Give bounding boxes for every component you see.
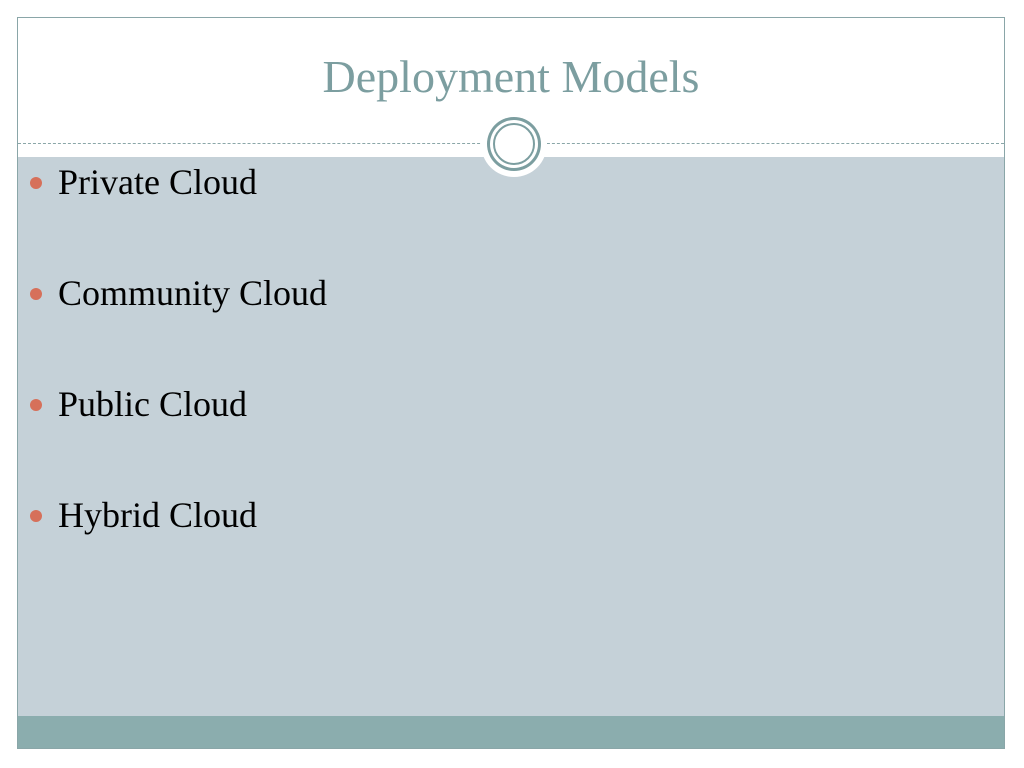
bullet-text: Private Cloud [58, 162, 257, 202]
ornament-outer-ring [487, 117, 541, 171]
bullet-text: Public Cloud [58, 384, 248, 424]
ornament-inner-ring [493, 123, 535, 165]
footer-bar [18, 716, 1004, 748]
circle-ring-ornament-icon [481, 111, 547, 177]
slide-frame: Deployment Models [17, 17, 1005, 749]
bullet-dot-icon [30, 288, 42, 300]
bullet-dot-icon [30, 510, 42, 522]
ornament-gap [490, 120, 538, 168]
bullet-text: Community Cloud [58, 273, 328, 313]
slide-title: Deployment Models [322, 51, 700, 102]
content-area [18, 157, 1004, 716]
bullet-dot-icon [30, 177, 42, 189]
bullet-text: Hybrid Cloud [58, 495, 258, 535]
bullet-dot-icon [30, 399, 42, 411]
